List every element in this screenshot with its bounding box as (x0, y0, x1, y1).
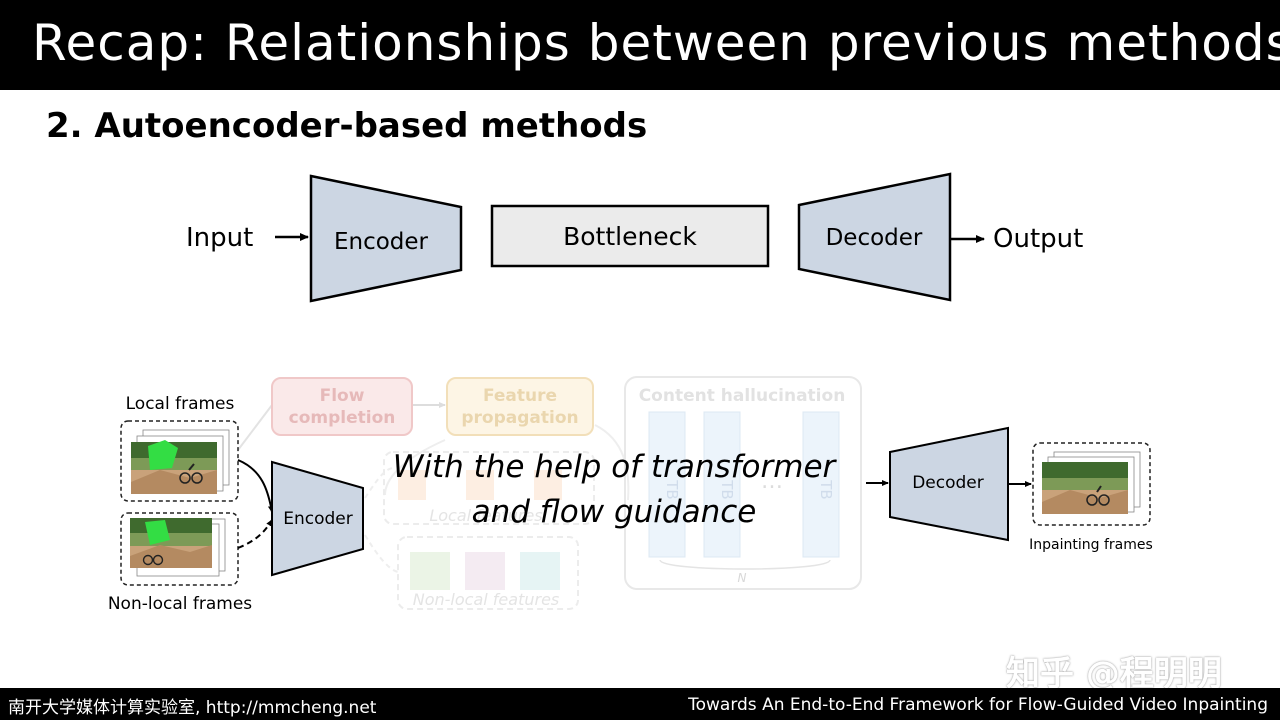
tb-block-1 (648, 411, 686, 558)
repeat-n-label: N (738, 571, 747, 585)
top-encoder-label: Encoder (334, 229, 429, 255)
top-decoder-block (797, 172, 952, 302)
local-feature-cube (398, 470, 426, 500)
overlay-caption-line2: and flow guidance (472, 494, 757, 530)
diagram-canvas: Input Encoder Bottleneck Decoder Output … (108, 172, 1153, 614)
bottom-encoder-block (271, 460, 364, 577)
tb-label-2: TB (718, 479, 736, 499)
non-local-feature-cube (465, 552, 505, 590)
non-local-feature-cube (520, 552, 560, 590)
overlay-caption-line1: With the help of transformer (393, 449, 838, 485)
tb-block-2 (703, 411, 741, 558)
bottom-decoder-label: Decoder (912, 473, 984, 493)
non-local-features-label: Non-local features (413, 590, 560, 609)
local-features-box (383, 451, 595, 525)
local-feature-cube (534, 470, 562, 500)
content-hallucination-box (624, 376, 862, 590)
local-to-encoder-arrow (237, 459, 274, 513)
local-features-label: Local features (429, 506, 542, 525)
faded-modules: Flow completion Feature propagation Loca… (237, 376, 862, 610)
faded-connector (364, 467, 393, 499)
non-local-feature-cube (410, 552, 450, 590)
footer-paper-title: Towards An End-to-End Framework for Flow… (688, 695, 1268, 715)
faded-connector (237, 404, 273, 451)
feature-propagation-label-line1: Feature (483, 386, 557, 406)
feature-propagation-box (446, 377, 594, 436)
non-local-features-box (397, 536, 579, 610)
footer-lab-credit: 南开大学媒体计算实验室, http://mmcheng.net (8, 698, 377, 718)
input-label: Input (186, 223, 253, 253)
footer-bar: 南开大学媒体计算实验室, http://mmcheng.net Towards … (0, 688, 1280, 720)
local-feature-cube (466, 470, 494, 500)
flow-completion-box (271, 377, 413, 436)
feature-propagation-label-line2: propagation (461, 408, 578, 428)
faded-connector (594, 424, 630, 501)
flow-completion-label-line1: Flow (320, 386, 365, 406)
tb-label-1: TB (663, 479, 681, 499)
local-frames-label: Local frames (126, 394, 235, 414)
flow-completion-label-line2: completion (289, 408, 396, 428)
top-diagram: Input Encoder Bottleneck Decoder Output (186, 172, 1083, 303)
non-local-to-encoder-arrow (237, 519, 273, 549)
top-decoder-label: Decoder (826, 225, 923, 251)
bottom-decoder-block (889, 426, 1009, 542)
top-encoder-block (309, 174, 463, 303)
output-label: Output (993, 224, 1083, 254)
tb-block-3 (802, 411, 840, 558)
watermark: 知乎 @程明明 (1006, 654, 1222, 694)
slide-title: Recap: Relationships between previous me… (32, 14, 1280, 72)
tb-ellipsis: … (761, 469, 783, 494)
bottleneck-label: Bottleneck (563, 222, 697, 251)
inpainting-frames-thumbnail (1042, 451, 1141, 514)
bottleneck-block (490, 204, 770, 268)
title-bar: Recap: Relationships between previous me… (0, 0, 1280, 90)
non-local-frames-thumbnail (130, 518, 226, 577)
non-local-frames-label: Non-local frames (108, 594, 252, 614)
tb-label-3: TB (817, 479, 835, 499)
inpainting-frames-label: Inpainting frames (1029, 537, 1153, 553)
bottom-diagram: Flow completion Feature propagation Loca… (108, 376, 1153, 614)
repeat-bracket (659, 559, 831, 570)
faded-connector (384, 439, 446, 496)
content-hallucination-label: Content hallucination (639, 386, 846, 406)
faded-connector (364, 534, 399, 573)
bottom-encoder-label: Encoder (283, 509, 353, 529)
local-frames-thumbnail (131, 429, 230, 494)
section-heading: 2. Autoencoder-based methods (46, 106, 648, 146)
